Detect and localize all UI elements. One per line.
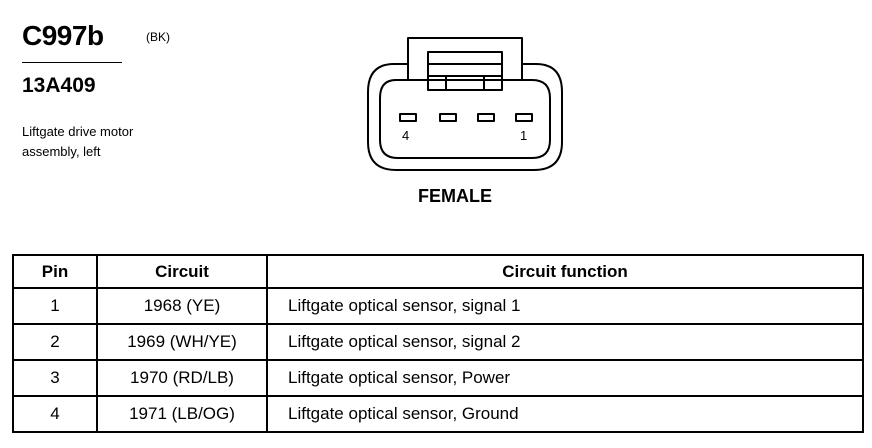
table-row: 2 1969 (WH/YE) Liftgate optical sensor, … [12, 323, 864, 361]
cell-pin: 1 [12, 287, 98, 325]
cell-circuit: 1968 (YE) [96, 287, 268, 325]
table-row: 1 1968 (YE) Liftgate optical sensor, sig… [12, 287, 864, 325]
description-line-2: assembly, left [22, 144, 101, 159]
table-header-row: Pin Circuit Circuit function [12, 254, 864, 289]
cell-circuit: 1969 (WH/YE) [96, 323, 268, 361]
cell-function: Liftgate optical sensor, Ground [266, 395, 864, 433]
cell-function: Liftgate optical sensor, signal 2 [266, 323, 864, 361]
header-circuit: Circuit [96, 254, 268, 289]
header-divider [22, 62, 122, 63]
cell-circuit: 1970 (RD/LB) [96, 359, 268, 397]
cell-circuit: 1971 (LB/OG) [96, 395, 268, 433]
header-pin: Pin [12, 254, 98, 289]
pin-label-left: 4 [402, 128, 409, 143]
component-description: Liftgate drive motor assembly, left [22, 122, 192, 162]
cell-pin: 4 [12, 395, 98, 433]
connector-color-code: (BK) [146, 30, 170, 44]
table-row: 3 1970 (RD/LB) Liftgate optical sensor, … [12, 359, 864, 397]
pin-label-right: 1 [520, 128, 527, 143]
connector-gender-label: FEMALE [418, 186, 492, 206]
header-circuit-function: Circuit function [266, 254, 864, 289]
connector-housing-inner [379, 79, 551, 159]
cell-function: Liftgate optical sensor, signal 1 [266, 287, 864, 325]
connector-latch [427, 51, 503, 91]
pin-cavity-4 [399, 113, 417, 122]
connector-housing-outer [367, 37, 563, 171]
table-row: 4 1971 (LB/OG) Liftgate optical sensor, … [12, 395, 864, 433]
pin-cavity-2 [477, 113, 495, 122]
description-line-1: Liftgate drive motor [22, 124, 134, 139]
cell-pin: 2 [12, 323, 98, 361]
pinout-table: Pin Circuit Circuit function 1 1968 (YE)… [12, 254, 864, 433]
pin-cavity-3 [439, 113, 457, 122]
part-number: 13A409 [22, 74, 96, 97]
connector-face-diagram: 4 1 [367, 37, 563, 171]
pin-cavity-1 [515, 113, 533, 122]
connector-id: C997b [22, 20, 104, 51]
cell-pin: 3 [12, 359, 98, 397]
cell-function: Liftgate optical sensor, Power [266, 359, 864, 397]
